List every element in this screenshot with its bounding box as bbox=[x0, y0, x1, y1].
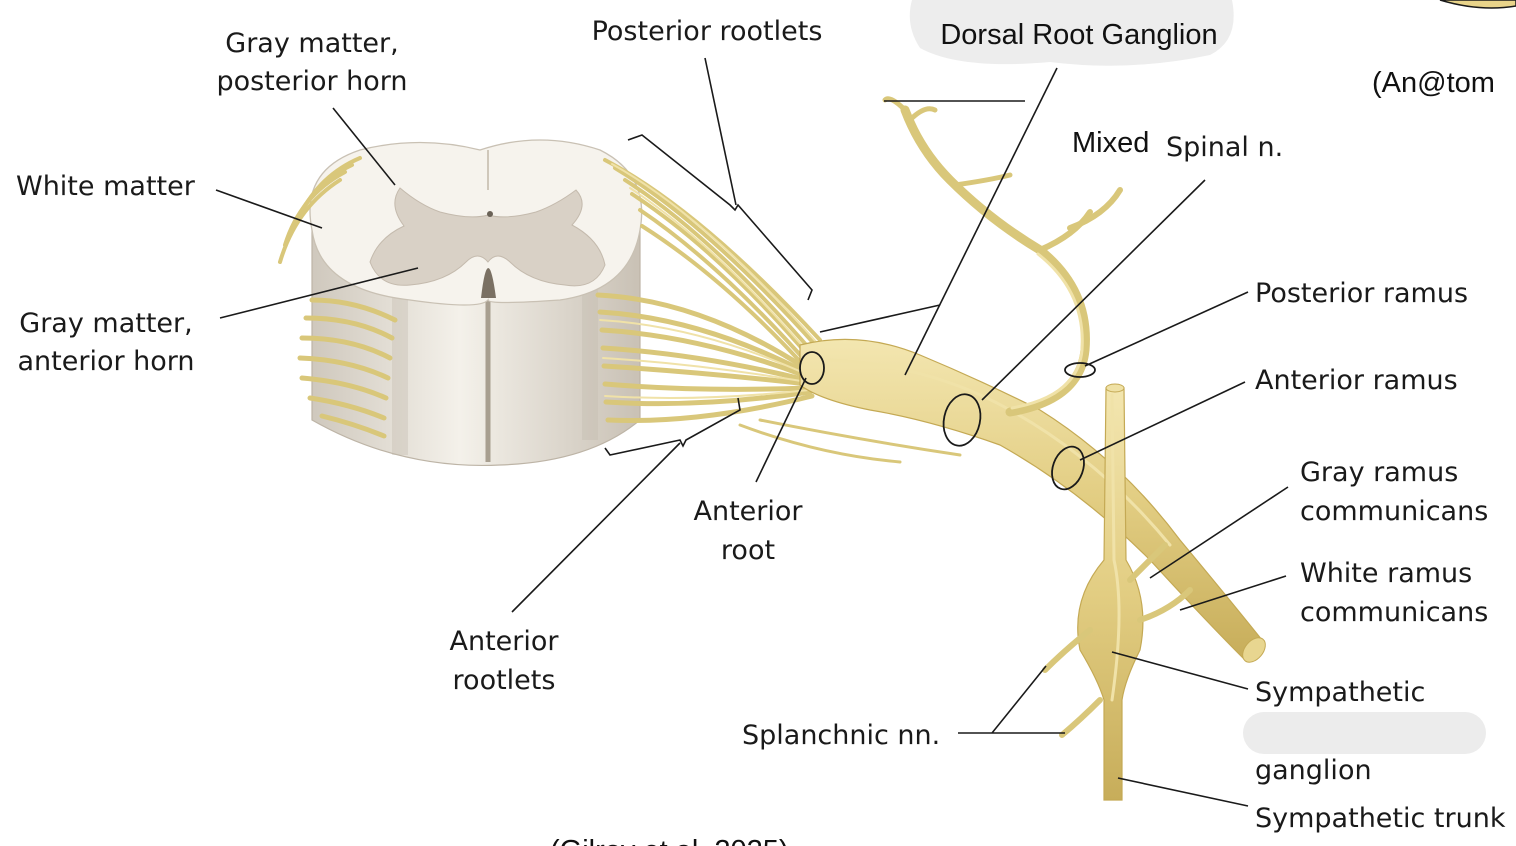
leader-anterior-ramus bbox=[1079, 381, 1246, 461]
spinal-nerve-ring bbox=[942, 393, 982, 447]
posterior-rootlets-right bbox=[603, 158, 822, 372]
label-posterior-ramus: Posterior ramus bbox=[1255, 278, 1468, 309]
label-splanchnic-nn: Splanchnic nn. bbox=[742, 720, 940, 751]
label-white-ramus-1: White ramus bbox=[1300, 558, 1472, 589]
label-ganglion: ganglion bbox=[1255, 755, 1372, 786]
leader-anterior-rootlets bbox=[511, 442, 681, 613]
label-anterior-ramus: Anterior ramus bbox=[1255, 365, 1458, 396]
corner-shape bbox=[1439, 0, 1516, 9]
anterior-ramus-ring bbox=[1051, 445, 1085, 491]
leader-gray-posterior bbox=[332, 107, 396, 186]
label-mixed: Mixed bbox=[1072, 127, 1149, 159]
leader-splanchnic bbox=[958, 665, 1065, 734]
label-gray-matter-anterior-horn-2: anterior horn bbox=[17, 346, 194, 377]
leader-posterior-rootlets bbox=[704, 57, 737, 206]
label-white-ramus-2: communicans bbox=[1300, 597, 1488, 628]
label-sympathetic-trunk: Sympathetic trunk bbox=[1255, 803, 1506, 834]
leader-gray-ramus bbox=[1149, 486, 1289, 579]
label-sympathetic: Sympathetic bbox=[1255, 677, 1425, 708]
label-gray-matter-posterior-horn-1: Gray matter, bbox=[225, 28, 398, 59]
redaction-blob bbox=[1243, 712, 1486, 754]
leader-dorsal-root-ganglion bbox=[904, 67, 1058, 376]
label-spinal-n: Spinal n. bbox=[1166, 132, 1283, 163]
leader-gray-anterior bbox=[219, 267, 419, 319]
posterior-ramus-ring bbox=[1064, 362, 1096, 378]
label-gray-matter-posterior-horn-2: posterior horn bbox=[216, 66, 407, 97]
leader-anterior-root bbox=[755, 377, 807, 483]
leader-sympathetic-trunk bbox=[1117, 777, 1249, 807]
anterior-rootlets-left bbox=[297, 297, 398, 439]
leader-mixed-spinal bbox=[981, 179, 1206, 401]
anterior-rootlets-right bbox=[595, 292, 815, 423]
label-dorsal-root-ganglion: Dorsal Root Ganglion bbox=[940, 19, 1217, 51]
label-background-cloud bbox=[909, 0, 1234, 66]
label-white-matter: White matter bbox=[16, 171, 196, 202]
gray-matter-area bbox=[369, 187, 606, 287]
label-posterior-rootlets: Posterior rootlets bbox=[592, 16, 823, 47]
leader-anterior-root-a bbox=[819, 304, 941, 333]
label-anterior-root-2: root bbox=[721, 535, 775, 566]
label-anterior-rootlets-2: rootlets bbox=[453, 665, 556, 696]
label-gray-matter-anterior-horn-1: Gray matter, bbox=[19, 308, 192, 339]
label-anatomy-credit: (An@tom bbox=[1372, 67, 1495, 99]
anterior-root-ring bbox=[799, 351, 825, 385]
leader-white-matter bbox=[215, 189, 323, 229]
sympathetic-trunk bbox=[1042, 383, 1193, 801]
spinal-cord bbox=[309, 139, 643, 467]
leader-posterior-ramus bbox=[1084, 291, 1249, 367]
label-anterior-rootlets-1: Anterior bbox=[449, 626, 559, 657]
posterior-rootlets-left bbox=[278, 156, 362, 264]
label-anterior-root-1: Anterior bbox=[693, 496, 803, 527]
label-gray-ramus-2: communicans bbox=[1300, 496, 1488, 527]
label-gray-ramus-1: Gray ramus bbox=[1300, 457, 1458, 488]
spinal-nerve-trunk bbox=[738, 338, 1266, 663]
label-citation: (Gilroy et al. 2025) bbox=[550, 835, 789, 846]
leader-white-ramus bbox=[1179, 575, 1287, 611]
anterior-rootlets-bracket bbox=[604, 397, 741, 456]
central-canal bbox=[487, 211, 493, 217]
posterior-ramus-branches bbox=[882, 96, 1123, 417]
leader-sympathetic-ganglion bbox=[1111, 651, 1249, 690]
posterior-rootlets-bracket bbox=[627, 134, 813, 301]
